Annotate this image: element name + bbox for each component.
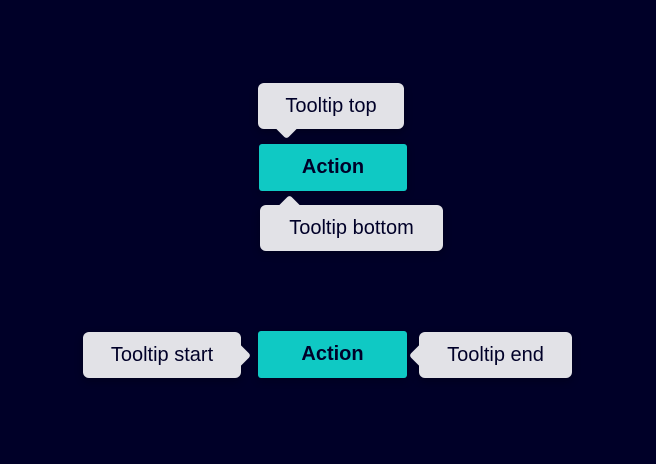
tooltip-end: Tooltip end — [408, 332, 572, 378]
tooltip-top: Tooltip top — [258, 83, 404, 140]
tooltip-arrow-left-icon — [408, 344, 431, 366]
tooltip-end-label: Tooltip end — [447, 343, 544, 366]
tooltip-start: Tooltip start — [83, 332, 252, 378]
tooltip-arrow-down-icon — [275, 117, 298, 140]
tooltip-top-label: Tooltip top — [285, 94, 377, 117]
action-button-bottom-label: Action — [301, 343, 364, 365]
tooltip-arrow-right-icon — [229, 344, 252, 366]
action-button-top[interactable]: Action — [259, 144, 407, 191]
action-button-top-label: Action — [301, 156, 365, 178]
tooltip-arrow-up-icon — [278, 194, 301, 217]
tooltip-bottom: Tooltip bottom — [260, 194, 443, 251]
action-button-bottom[interactable]: Action — [258, 331, 407, 378]
tooltip-start-label: Tooltip start — [110, 343, 214, 366]
tooltip-bottom-label: Tooltip bottom — [289, 216, 414, 239]
